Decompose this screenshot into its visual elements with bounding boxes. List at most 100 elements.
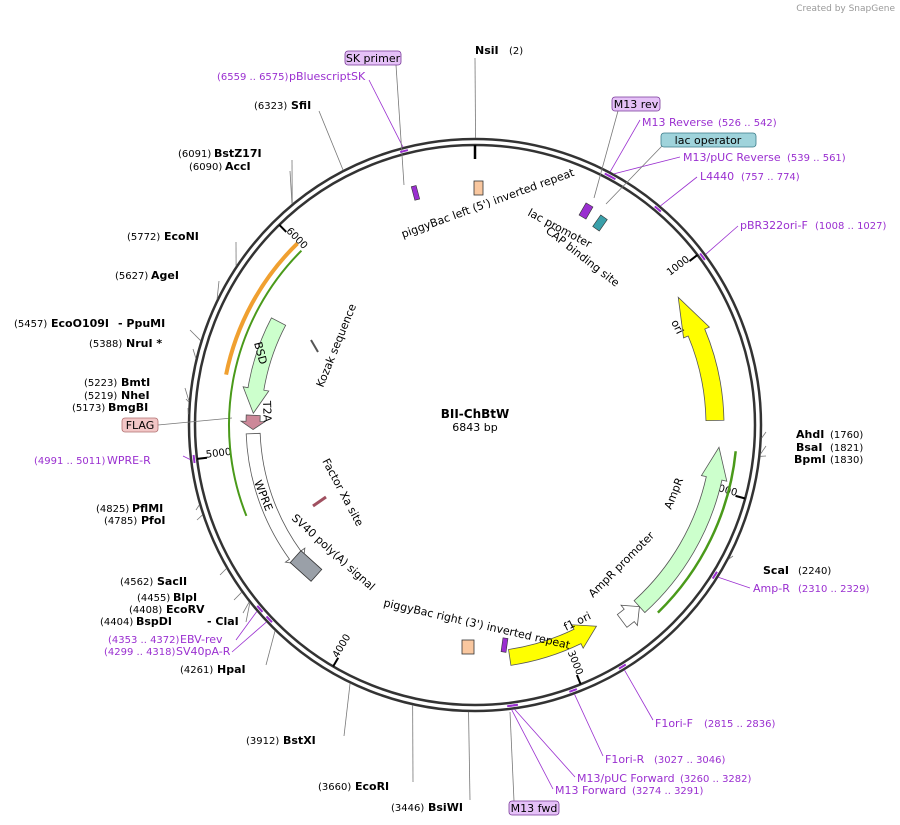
m13-fwd-box[interactable]: M13 fwd [508, 800, 560, 816]
site-bspdi[interactable]: (4404) BspDI - ClaI [100, 615, 239, 628]
backbone-outer-ring [187, 137, 763, 713]
svg-text:(5219): (5219) [84, 391, 117, 402]
ampr-green-line [657, 451, 737, 614]
svg-text:EcoRI: EcoRI [355, 780, 389, 793]
primer-m13-puc-forward[interactable]: M13/pUC Forward (3260 .. 3282) [577, 772, 752, 785]
svg-text:BstZ17I: BstZ17I [214, 147, 262, 160]
primer-connector [718, 576, 751, 589]
site-pflmi[interactable]: (4825) PflMI [96, 502, 163, 515]
site-bmti[interactable]: (5223) BmtI [84, 376, 150, 389]
tick-mark [196, 456, 208, 460]
tick-label: 3000 [565, 649, 585, 677]
site-ecorv[interactable]: (4408) EcoRV [129, 603, 205, 616]
svg-text:pBR322ori-F: pBR322ori-F [740, 219, 808, 232]
svg-text:AccI: AccI [225, 160, 251, 173]
primer-l4440[interactable]: L4440 (757 .. 774) [700, 170, 800, 183]
site-nsii[interactable]: NsiI (2) [475, 44, 523, 57]
site-agei[interactable]: (5627) AgeI [115, 269, 179, 282]
svg-text:BpmI: BpmI [794, 453, 826, 466]
svg-text:(757 .. 774): (757 .. 774) [741, 172, 800, 183]
svg-text:(6323): (6323) [254, 101, 287, 112]
svg-text:BstXI: BstXI [283, 734, 316, 747]
site-connector [219, 568, 227, 576]
svg-text:(4562): (4562) [120, 577, 153, 588]
site-bpmi[interactable]: BpmI (1830) [794, 453, 863, 466]
svg-text:HpaI: HpaI [217, 663, 246, 676]
lac-operator-box[interactable]: lac operator [660, 132, 757, 148]
orange-arc [224, 241, 299, 375]
svg-text:(2310 .. 2329): (2310 .. 2329) [798, 584, 870, 595]
svg-text:(5173): (5173) [72, 403, 105, 414]
svg-text:(4825): (4825) [96, 504, 129, 515]
site-bstz17i[interactable]: (6091) BstZ17I [178, 147, 262, 160]
site-econi[interactable]: (5772) EcoNI [127, 230, 199, 243]
m13fwd-mark [500, 637, 509, 653]
watermark: Created by SnapGene [796, 4, 895, 14]
m13-rev-box[interactable]: M13 rev [611, 96, 661, 112]
site-sacii[interactable]: (4562) SacII [120, 575, 187, 588]
svg-text:(4261): (4261) [180, 665, 213, 676]
primer-sv40pa-r[interactable]: (4299 .. 4318) SV40pA-R [104, 645, 231, 658]
site-ecoo109i[interactable]: (5457) EcoO109I - PpuMI [14, 317, 165, 330]
primer-wpre-r[interactable]: (4991 .. 5011) WPRE-R [34, 454, 151, 467]
site-ecori[interactable]: (3660) EcoRI [318, 780, 389, 793]
svg-text:M13 Forward: M13 Forward [555, 784, 626, 797]
primer-connector [182, 455, 191, 460]
primer-pbr322ori-f[interactable]: pBR322ori-F (1008 .. 1027) [740, 219, 887, 232]
primer-connector [660, 176, 698, 207]
site-sfii[interactable]: (6323) SfiI [254, 99, 311, 112]
primer-ebv-rev[interactable]: (4353 .. 4372) EBV-rev [108, 633, 223, 646]
primer-m13-forward[interactable]: M13 Forward (3274 .. 3291) [555, 784, 704, 797]
site-pfoi[interactable]: (4785) PfoI [104, 514, 166, 527]
svg-text:(3912): (3912) [246, 736, 279, 747]
svg-text:(2): (2) [509, 46, 523, 57]
site-bmgbi[interactable]: (5173) BmgBI [72, 401, 148, 414]
lacop-box-connector [605, 145, 663, 205]
site-connector [474, 57, 476, 139]
tick-mark [575, 674, 582, 685]
tick-label: 1000 [665, 254, 692, 278]
site-nhei[interactable]: (5219) NheI [84, 389, 150, 402]
site-connector [184, 387, 190, 402]
primer-f1ori-r[interactable]: F1ori-R (3027 .. 3046) [605, 753, 726, 766]
bsd-arrow [242, 317, 287, 415]
site-scai[interactable]: ScaI (2240) [763, 564, 831, 577]
kozak-mark [310, 339, 319, 353]
site-bsiwi[interactable]: (3446) BsiWI [391, 801, 463, 814]
factor-xa-mark [312, 495, 327, 508]
primer-connector [613, 156, 681, 175]
sk-primer-box[interactable]: SK primer [344, 50, 402, 66]
site-hpai[interactable]: (4261) HpaI [180, 663, 246, 676]
site-ahdi[interactable]: AhdI (1760) [796, 428, 863, 441]
bsd-label: BSD [251, 340, 269, 365]
svg-text:(3660): (3660) [318, 782, 351, 793]
primer-connector [609, 119, 641, 173]
svg-text:(3260 .. 3282): (3260 .. 3282) [680, 774, 752, 785]
site-connector [192, 348, 197, 359]
primer-f1ori-f[interactable]: F1ori-F (2815 .. 2836) [655, 717, 776, 730]
flag-box[interactable]: FLAG [121, 417, 159, 433]
svg-text:(4404): (4404) [100, 617, 133, 628]
pb-left-box [473, 180, 484, 196]
primer-m13-puc-reverse[interactable]: M13/pUC Reverse (539 .. 561) [683, 151, 846, 164]
site-blpi[interactable]: (4455) BlpI [137, 591, 197, 604]
primer-connector [514, 708, 576, 778]
site-bsai[interactable]: BsaI (1821) [796, 441, 863, 454]
svg-text:(4299 .. 4318): (4299 .. 4318) [104, 647, 176, 658]
site-acci[interactable]: (6090) AccI [189, 160, 251, 173]
svg-text:NheI: NheI [121, 389, 150, 402]
primer-m13-reverse[interactable]: M13 Reverse (526 .. 542) [642, 116, 777, 129]
svg-text:AhdI: AhdI [796, 428, 824, 441]
site-bstxi[interactable]: (3912) BstXI [246, 734, 316, 747]
primer-connector [235, 611, 258, 641]
svg-text:ScaI: ScaI [763, 564, 789, 577]
primer-amp-r[interactable]: Amp-R (2310 .. 2329) [753, 582, 870, 595]
svg-text:(6090): (6090) [189, 162, 222, 173]
primer-pbluescriptsk[interactable]: (6559 .. 6575) pBluescriptSK [217, 70, 366, 83]
primer-connector [511, 709, 554, 790]
site-nrui[interactable]: (5388) NruI * [89, 337, 162, 350]
left-green-line [227, 249, 303, 517]
ampr-arrow [633, 446, 728, 614]
pb-right-box [461, 639, 475, 655]
